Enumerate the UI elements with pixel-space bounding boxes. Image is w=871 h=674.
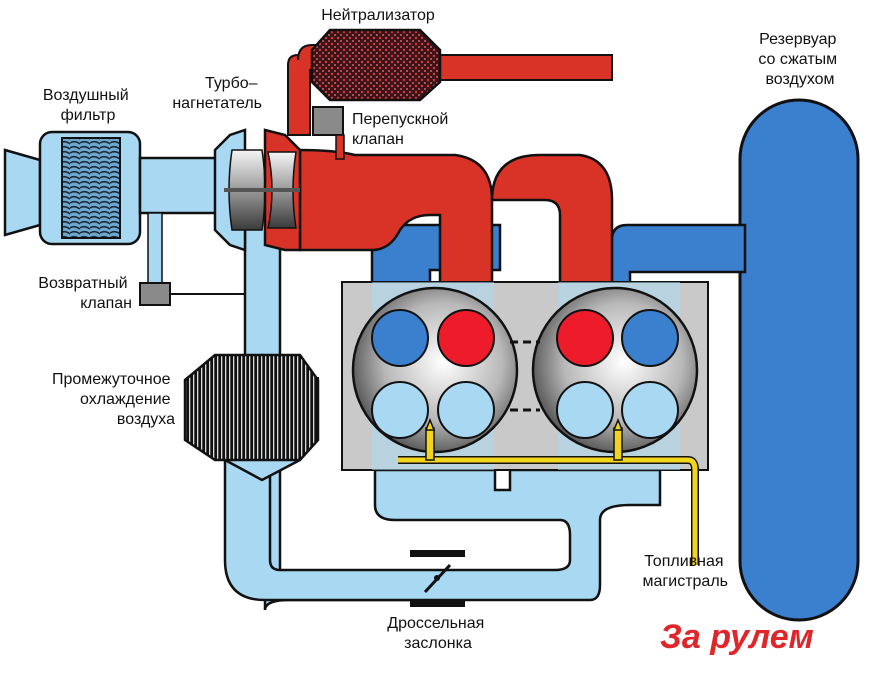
filter-icon: [61, 137, 121, 239]
valve-compressed-air-right: [621, 309, 679, 367]
filter-to-turbo-pipe: [138, 156, 227, 215]
bypass-valve-icon: [312, 106, 344, 136]
intake-loop: [223, 453, 662, 602]
throttle-bottom-plate: [410, 600, 465, 607]
valve-intake-right-1: [556, 381, 614, 439]
exhaust-outlet-pipe: [429, 54, 613, 81]
check-valve-label: Возвратный клапан: [38, 275, 132, 312]
za-rulem-logo: За рулем: [660, 618, 814, 656]
valve-exhaust-right: [556, 309, 614, 367]
exhaust-manifold-branch: [490, 153, 614, 292]
valve-intake-left-2: [437, 381, 495, 439]
valve-intake-left-1: [371, 381, 429, 439]
throttle-top-plate: [410, 550, 465, 557]
air-filter-label: Воздушный фильтр: [43, 87, 133, 124]
check-valve-icon: [139, 282, 171, 306]
intercooler-label: Промежуточное охлаждение воздуха: [52, 371, 175, 428]
throttle-label: Дроссельная заслонка: [387, 615, 489, 652]
tank-label: Резервуар со сжатым воздухом: [758, 31, 841, 88]
filter-to-check-valve-pipe: [147, 212, 163, 284]
neutralizer-label: Нейтрализатор: [321, 7, 435, 24]
valve-intake-right-2: [621, 381, 679, 439]
valve-compressed-air-left: [371, 309, 429, 367]
bypass-stem: [335, 134, 345, 160]
turbo-label: Турбо– нагнетатель: [172, 75, 262, 112]
air-filter-intake: [3, 148, 42, 237]
neutralizer: [310, 28, 442, 102]
bypass-label: Перепускной клапан: [352, 111, 453, 148]
compressed-air-pipe-right: [610, 223, 747, 292]
air-tank: [738, 98, 860, 622]
throttle-pivot: [434, 575, 440, 581]
injector-right-icon: [612, 417, 624, 461]
fuel-rail-label: Топливная магистраль: [643, 553, 728, 590]
intercooler-body: [183, 353, 320, 462]
injector-left-icon: [424, 417, 436, 461]
valve-exhaust-left: [437, 309, 495, 367]
cylinder-link: [510, 340, 540, 412]
fuel-rail-fill: [398, 457, 698, 565]
